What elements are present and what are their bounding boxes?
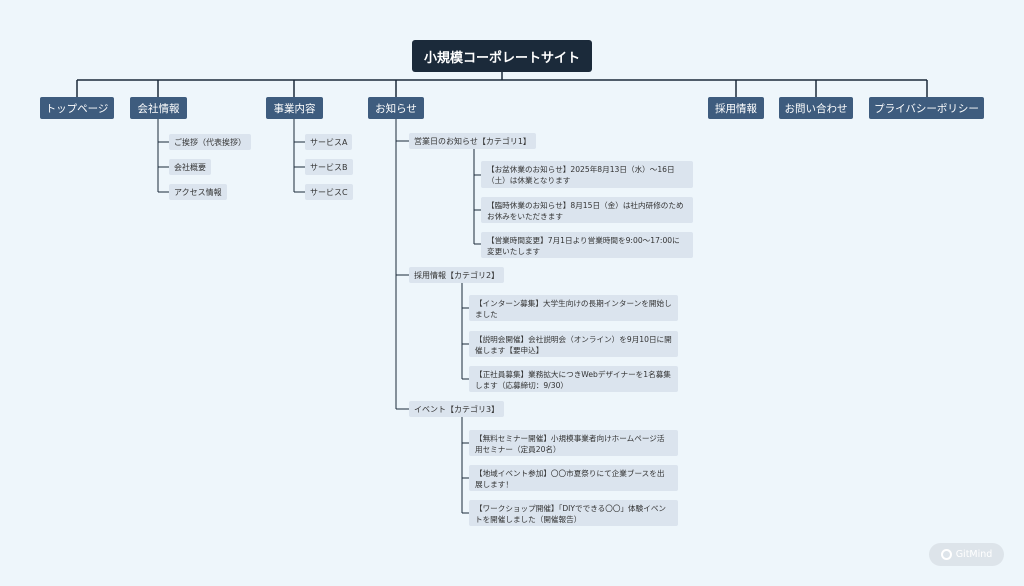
company-greeting[interactable]: ご挨拶（代表挨拶） (169, 134, 251, 150)
company-access[interactable]: アクセス情報 (169, 184, 227, 200)
watermark-text: GitMind (955, 549, 993, 560)
service-a[interactable]: サービスA (305, 134, 353, 150)
news-item-seminar[interactable]: 【無料セミナー開催】小規模事業者向けホームページ活用セミナー（定員20名） (469, 430, 678, 456)
news-item-briefing[interactable]: 【説明会開催】会社説明会（オンライン）を9月10日に開催します【要申込】 (469, 331, 678, 357)
news-item-workshop[interactable]: 【ワークショップ開催】「DIYでできる〇〇」体験イベントを開催しました（開催報告… (469, 500, 678, 526)
nav-privacy[interactable]: プライバシーポリシー (869, 97, 984, 119)
nav-news[interactable]: お知らせ (368, 97, 424, 119)
news-category-3[interactable]: イベント【カテゴリ3】 (409, 401, 505, 417)
gitmind-logo-icon (940, 549, 952, 560)
root-node[interactable]: 小規模コーポレートサイト (412, 40, 592, 72)
news-item-festival[interactable]: 【地域イベント参加】〇〇市夏祭りにて企業ブースを出展します！ (469, 465, 678, 491)
nav-company[interactable]: 会社情報 (130, 97, 187, 119)
nav-contact[interactable]: お問い合わせ (779, 97, 853, 119)
nav-recruit[interactable]: 採用情報 (708, 97, 764, 119)
company-overview[interactable]: 会社概要 (169, 159, 211, 175)
news-item-closure[interactable]: 【臨時休業のお知らせ】8月15日（金）は社内研修のためお休みをいただきます (481, 197, 693, 223)
gitmind-watermark: GitMind (929, 543, 1004, 566)
news-item-intern[interactable]: 【インターン募集】大学生向けの長期インターンを開始しました (469, 295, 678, 321)
news-item-fulltime[interactable]: 【正社員募集】業務拡大につきWebデザイナーを1名募集します（応募締切：9/30… (469, 366, 678, 392)
nav-top-page[interactable]: トップページ (40, 97, 114, 119)
service-c[interactable]: サービスC (305, 184, 353, 200)
news-category-2[interactable]: 採用情報【カテゴリ2】 (409, 267, 505, 283)
news-item-hours[interactable]: 【営業時間変更】7月1日より営業時間を9:00～17:00に変更いたします (481, 232, 693, 258)
nav-business[interactable]: 事業内容 (266, 97, 323, 119)
news-category-1[interactable]: 営業日のお知らせ【カテゴリ1】 (409, 133, 536, 149)
news-item-obon[interactable]: 【お盆休業のお知らせ】2025年8月13日（水）～16日（土）は休業となります (481, 161, 693, 188)
service-b[interactable]: サービスB (305, 159, 353, 175)
